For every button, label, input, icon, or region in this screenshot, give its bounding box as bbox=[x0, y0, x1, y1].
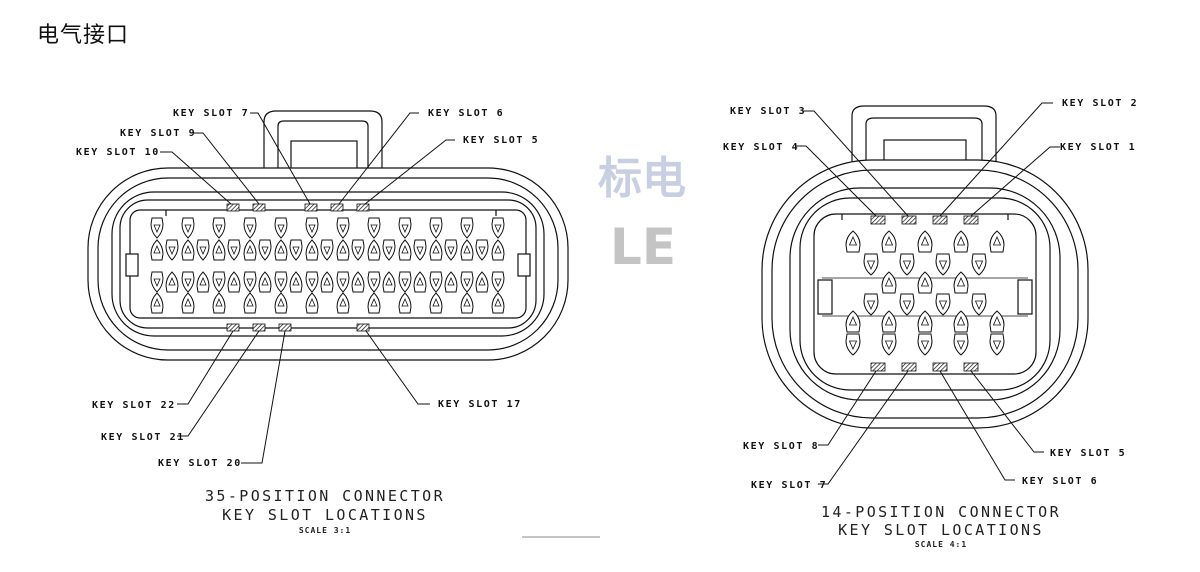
key-slot-6-mark bbox=[932, 362, 948, 372]
key-slots-14 bbox=[870, 215, 979, 372]
key-slot-6-mark bbox=[330, 203, 344, 212]
watermark-text-bottom: LE bbox=[610, 218, 676, 276]
connector-14-position bbox=[761, 105, 1089, 429]
key-slot-7-mark bbox=[901, 362, 917, 372]
label-key-slot-17: KEY SLOT 17 bbox=[438, 399, 522, 410]
label-key-slot-6: KEY SLOT 6 bbox=[1022, 476, 1098, 487]
label-key-slot-20: KEY SLOT 20 bbox=[158, 458, 242, 469]
latch-tab bbox=[851, 105, 997, 170]
label-key-slot-4: KEY SLOT 4 bbox=[723, 142, 799, 153]
label-key-slot-6: KEY SLOT 6 bbox=[428, 108, 504, 119]
key-slot-7-mark bbox=[304, 203, 318, 212]
key-slot-9-mark bbox=[252, 203, 266, 212]
watermark: 标电 LE bbox=[598, 153, 686, 276]
caption-14-line2: KEY SLOT LOCATIONS bbox=[838, 521, 1044, 539]
housing-outer bbox=[87, 167, 569, 361]
key-slot-22-mark bbox=[226, 323, 240, 332]
caption-14: 14-POSITION CONNECTOR KEY SLOT LOCATIONS… bbox=[821, 503, 1061, 549]
label-key-slot-5: KEY SLOT 5 bbox=[463, 135, 539, 146]
key-slot-5-mark bbox=[356, 203, 370, 212]
key-slot-8-mark bbox=[870, 362, 886, 372]
caption-35: 35-POSITION CONNECTOR KEY SLOT LOCATIONS… bbox=[205, 487, 445, 535]
key-slot-20-mark bbox=[278, 323, 292, 332]
label-key-slot-3: KEY SLOT 3 bbox=[730, 106, 806, 117]
labels-14: KEY SLOT 3 KEY SLOT 2 KEY SLOT 4 KEY SLO… bbox=[723, 98, 1138, 491]
watermark-text-top: 标电 bbox=[598, 153, 686, 204]
label-key-slot-7: KEY SLOT 7 bbox=[751, 480, 827, 491]
caption-14-line1: 14-POSITION CONNECTOR bbox=[821, 503, 1061, 521]
leader-lines-35 bbox=[160, 112, 455, 464]
key-slot-21-mark bbox=[252, 323, 266, 332]
key-slot-5-mark bbox=[963, 362, 979, 372]
key-slot-2-mark bbox=[932, 215, 948, 225]
label-key-slot-8: KEY SLOT 8 bbox=[743, 441, 819, 452]
key-slot-3-mark bbox=[901, 215, 917, 225]
key-slot-10-mark bbox=[226, 203, 240, 212]
key-slot-4-mark bbox=[870, 215, 886, 225]
label-key-slot-21: KEY SLOT 21 bbox=[101, 432, 185, 443]
caption-35-line2: KEY SLOT LOCATIONS bbox=[222, 506, 428, 524]
pin-row-3 bbox=[150, 271, 505, 293]
connector-35-position bbox=[87, 110, 569, 361]
label-key-slot-5: KEY SLOT 5 bbox=[1050, 448, 1126, 459]
latch-tab bbox=[263, 110, 383, 168]
label-key-slot-2: KEY SLOT 2 bbox=[1062, 98, 1138, 109]
key-slot-17-mark bbox=[356, 323, 370, 332]
housing-outer bbox=[761, 159, 1089, 429]
caption-35-line1: 35-POSITION CONNECTOR bbox=[205, 487, 445, 505]
label-key-slot-1: KEY SLOT 1 bbox=[1060, 142, 1136, 153]
caption-14-scale: SCALE 4:1 bbox=[915, 540, 967, 549]
label-key-slot-10: KEY SLOT 10 bbox=[76, 147, 160, 158]
pin-row-2 bbox=[150, 239, 505, 261]
caption-35-scale: SCALE 3:1 bbox=[299, 526, 351, 535]
leader-lines-14 bbox=[795, 102, 1060, 485]
labels-35: KEY SLOT 7 KEY SLOT 6 KEY SLOT 9 KEY SLO… bbox=[76, 108, 539, 469]
label-key-slot-9: KEY SLOT 9 bbox=[120, 128, 196, 139]
label-key-slot-22: KEY SLOT 22 bbox=[92, 400, 176, 411]
key-slot-1-mark bbox=[963, 215, 979, 225]
label-key-slot-7: KEY SLOT 7 bbox=[173, 108, 249, 119]
page-title: 电气接口 bbox=[37, 23, 130, 48]
